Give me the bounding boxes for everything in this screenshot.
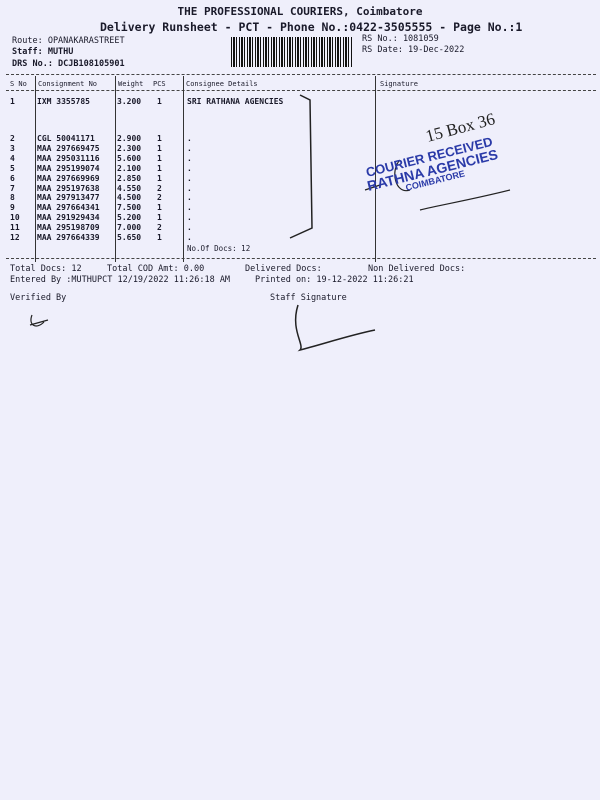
table-row: 9 MAA 297664341 7.500 1. [0, 203, 600, 213]
cell-sno: 6 [10, 173, 15, 183]
cell-consignee: . [187, 134, 192, 143]
staff: Staff: MUTHU [12, 47, 74, 57]
cell-sno: 1 [10, 97, 15, 106]
table-row: 5 MAA 295199074 2.100 1. [0, 164, 600, 174]
rs-date: RS Date: 19-Dec-2022 [362, 45, 465, 55]
col-pcs: PCS [153, 80, 166, 88]
cell-cno: MAA 297913477 [37, 193, 100, 203]
cell-pcs: 1 [157, 134, 162, 143]
cell-weight: 2.900 [117, 134, 142, 143]
verified-by: Verified By [10, 293, 67, 303]
cell-sno: 8 [10, 193, 15, 203]
delivered-docs: Delivered Docs: [245, 264, 322, 274]
cell-cno: MAA 295031116 [37, 153, 100, 163]
cell-sno: 10 [10, 213, 20, 223]
col-sno: S No [10, 80, 27, 88]
cell-weight: 7.000 [117, 223, 142, 233]
cell-weight: 2.300 [117, 143, 142, 153]
cell-cno: MAA 295199074 [37, 163, 100, 173]
cell-weight: 5.200 [117, 213, 142, 223]
cell-weight: 2.850 [117, 173, 142, 183]
table-row: 2 CGL 50041171 2.900 1. [0, 134, 600, 144]
cell-pcs: 1 [157, 233, 162, 242]
table-row: 8 MAA 297913477 4.500 2. [0, 193, 600, 203]
cell-consignee: . [187, 163, 192, 173]
col-weight: Weight [118, 80, 144, 88]
cell-cno: CGL 50041171 [37, 134, 95, 143]
table-row: 4 MAA 295031116 5.600 1. [0, 154, 600, 164]
cell-pcs: 1 [157, 173, 162, 183]
total-docs: Total Docs: 12 [10, 264, 82, 274]
cell-weight: 4.550 [117, 183, 142, 193]
cell-cno: MAA 297669475 [37, 143, 100, 153]
cell-consignee: SRI RATHANA AGENCIES [187, 97, 284, 106]
total-cod: Total COD Amt: 0.00 [107, 264, 205, 274]
cell-cno: MAA 291929434 [37, 213, 100, 223]
cell-sno: 2 [10, 134, 15, 143]
runsheet-subtitle: Delivery Runsheet - PCT - Phone No.:0422… [100, 20, 523, 34]
no-of-docs: No.Of Docs: 12 [187, 244, 251, 253]
table-row: 7 MAA 295197638 4.550 2. [0, 184, 600, 194]
table-row: 10 MAA 291929434 5.200 1. [0, 213, 600, 223]
cell-consignee: . [187, 213, 192, 223]
cell-cno: MAA 297664341 [37, 203, 100, 213]
table-row: 6 MAA 297669969 2.850 1. [0, 174, 600, 184]
cell-consignee: . [187, 153, 192, 163]
cell-sno: 12 [10, 233, 20, 242]
cell-pcs: 1 [157, 153, 162, 163]
cell-weight: 5.600 [117, 153, 142, 163]
cell-pcs: 1 [157, 203, 162, 213]
cell-cno: MAA 297669969 [37, 173, 100, 183]
cell-pcs: 2 [157, 223, 162, 233]
table-row: 12 MAA 297664339 5.650 1. [0, 233, 600, 243]
cell-cno: MAA 297664339 [37, 233, 100, 242]
barcode [231, 37, 353, 67]
cell-pcs: 1 [157, 163, 162, 173]
cell-cno: IXM 3355785 [37, 97, 90, 106]
cell-consignee: . [187, 223, 192, 233]
cell-pcs: 2 [157, 183, 162, 193]
cell-sno: 11 [10, 223, 20, 233]
cell-consignee: . [187, 143, 192, 153]
cell-pcs: 1 [157, 213, 162, 223]
cell-weight: 5.650 [117, 233, 142, 242]
cell-consignee: . [187, 203, 192, 213]
cell-consignee: . [187, 233, 192, 242]
cell-cno: MAA 295197638 [37, 183, 100, 193]
route: Route: OPANAKARASTREET [12, 36, 125, 46]
cell-consignee: . [187, 193, 192, 203]
table-row: 1 IXM 3355785 3.200 1 SRI RATHANA AGENCIES [0, 97, 600, 107]
cell-pcs: 2 [157, 193, 162, 203]
cell-sno: 5 [10, 163, 15, 173]
cell-sno: 7 [10, 183, 15, 193]
non-delivered-docs: Non Delivered Docs: [368, 264, 466, 274]
cell-weight: 4.500 [117, 193, 142, 203]
staff-signature-label: Staff Signature [270, 293, 347, 303]
cell-pcs: 1 [157, 143, 162, 153]
cell-weight: 2.100 [117, 163, 142, 173]
entered-by: Entered By :MUTHUPCT 12/19/2022 11:26:18… [10, 275, 231, 285]
cell-consignee: . [187, 183, 192, 193]
col-signature: Signature [380, 80, 418, 88]
cell-sno: 9 [10, 203, 15, 213]
printed-on: Printed on: 19-12-2022 11:26:21 [255, 275, 414, 285]
cell-sno: 4 [10, 153, 15, 163]
table-row: 11 MAA 295198709 7.000 2. [0, 223, 600, 233]
company-title: THE PROFESSIONAL COURIERS, Coimbatore [177, 5, 423, 18]
cell-consignee: . [187, 173, 192, 183]
drs-number: DRS No.: DCJB108105901 [12, 59, 125, 69]
rs-number: RS No.: 1081059 [362, 34, 439, 44]
cell-pcs: 1 [157, 97, 162, 106]
table-row: 3 MAA 297669475 2.300 1. [0, 144, 600, 154]
cell-cno: MAA 295198709 [37, 223, 100, 233]
cell-sno: 3 [10, 143, 15, 153]
col-consignee: Consignee Details [186, 80, 258, 88]
cell-weight: 3.200 [117, 97, 142, 106]
cell-weight: 7.500 [117, 203, 142, 213]
col-consignment: Consignment No [38, 80, 98, 88]
